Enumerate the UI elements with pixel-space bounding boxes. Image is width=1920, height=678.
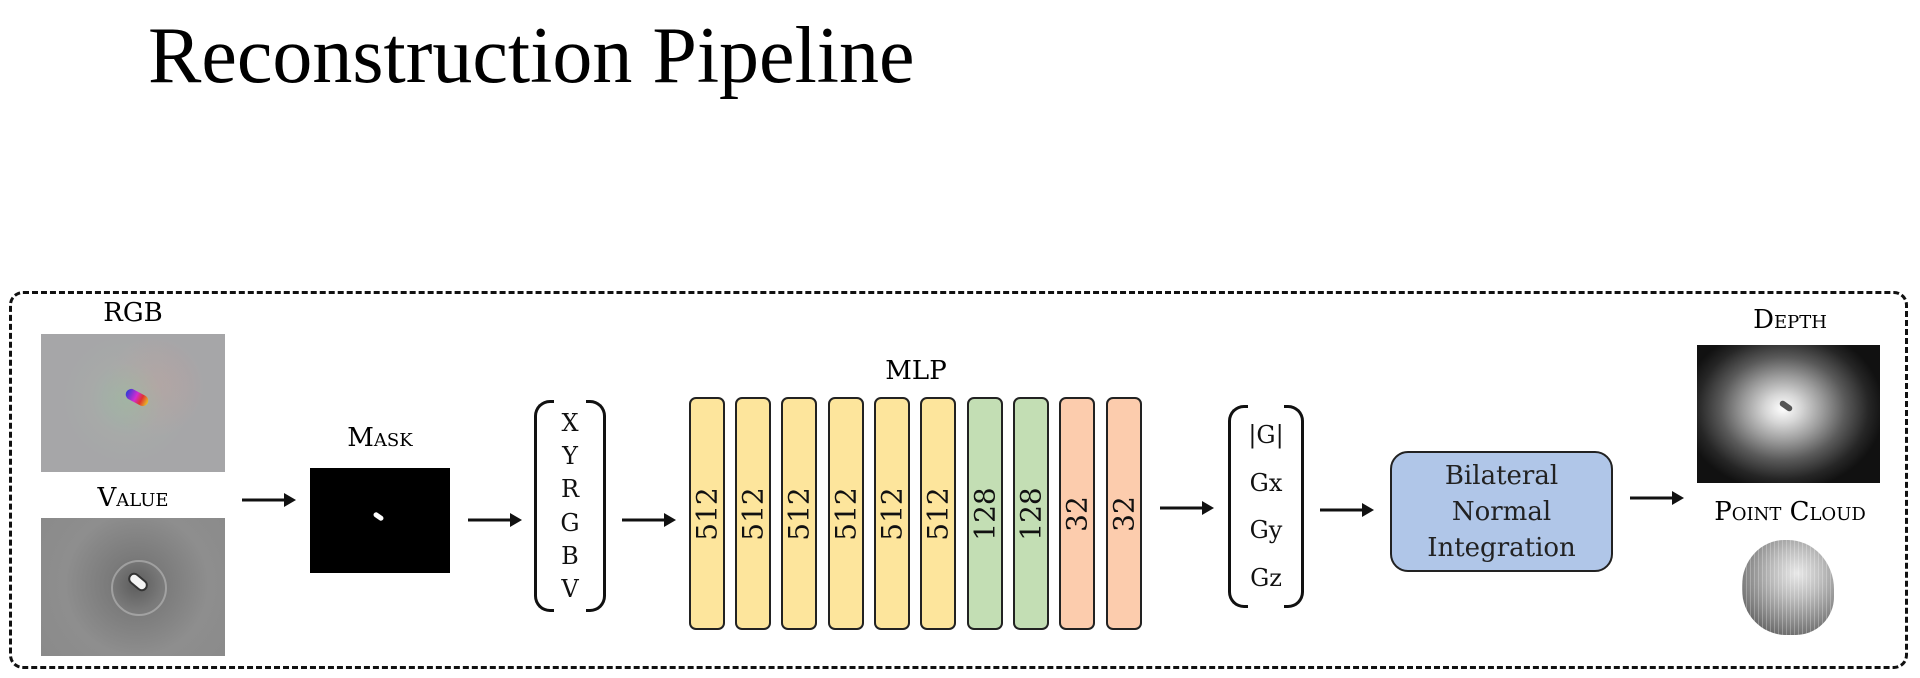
output-vector-left-bracket (1228, 405, 1248, 608)
output-vector-gx: Gx (1249, 468, 1283, 497)
input-vector-left-bracket (534, 400, 554, 612)
mlp-layer-3: 512 (781, 397, 817, 630)
mlp-layer-1: 512 (689, 397, 725, 630)
integration-line-2: Normal (1451, 496, 1552, 527)
mask-image (310, 468, 450, 573)
mlp-layer-10-size: 32 (1107, 495, 1141, 532)
rgb-image (41, 334, 225, 472)
output-vector-gz: Gz (1250, 564, 1282, 593)
mlp-layer-10: 32 (1106, 397, 1142, 630)
input-vector-x: X (561, 408, 579, 437)
input-vector-right-bracket (586, 400, 606, 612)
mlp-layer-7-size: 128 (968, 486, 1002, 541)
mlp-layer-3-size: 512 (782, 486, 816, 541)
mlp-layer-1-size: 512 (690, 486, 724, 541)
value-image (41, 518, 225, 656)
depth-image (1697, 345, 1880, 483)
mlp-layer-2-size: 512 (736, 486, 770, 541)
arrow-mlp-to-output (1160, 501, 1214, 515)
value-label: Value (97, 483, 169, 513)
value-ring (111, 560, 167, 616)
input-vector-v: V (561, 575, 579, 604)
mlp-layer-5: 512 (874, 397, 910, 630)
mlp-layer-4: 512 (828, 397, 864, 630)
mask-label: Mask (347, 423, 413, 453)
integration-line-3: Integration (1427, 532, 1576, 563)
depth-object-blob (1778, 399, 1794, 413)
mlp-layer-2: 512 (735, 397, 771, 630)
bilateral-normal-integration-box: Bilateral Normal Integration (1390, 451, 1613, 572)
arrow-vector-to-mlp (622, 513, 676, 527)
mlp-layer-6: 512 (920, 397, 956, 630)
input-vector-b: B (561, 541, 579, 570)
arrow-mask-to-vector (468, 513, 522, 527)
pipeline-frame (9, 291, 1908, 669)
input-vector-y: Y (562, 441, 578, 470)
input-vector: X Y R G B V (534, 400, 606, 612)
mlp-layer-9-size: 32 (1060, 495, 1094, 532)
mlp-layer-8-size: 128 (1014, 486, 1048, 541)
input-vector-r: R (560, 475, 580, 504)
output-vector-right-bracket (1284, 405, 1304, 608)
rgb-label: RGB (103, 298, 163, 328)
integration-line-1: Bilateral (1444, 460, 1559, 491)
mlp-label: MLP (885, 356, 947, 386)
mask-object-blob (372, 511, 385, 522)
arrow-output-to-integration (1320, 503, 1374, 517)
mlp-layer-8: 128 (1013, 397, 1049, 630)
point-cloud-label: Point Cloud (1714, 497, 1866, 527)
arrow-integration-to-outputs (1630, 491, 1684, 505)
rgb-object-blob (123, 387, 151, 408)
output-vector-gy: Gy (1249, 516, 1283, 545)
mlp-layer-9: 32 (1059, 397, 1095, 630)
arrow-input-to-mask (242, 493, 296, 507)
mlp-layer-4-size: 512 (829, 486, 863, 541)
output-vector-g-magnitude: |G| (1248, 420, 1284, 449)
depth-label: Depth (1753, 305, 1827, 335)
mlp-layer-7: 128 (967, 397, 1003, 630)
page-title: Reconstruction Pipeline (148, 12, 915, 100)
mlp-layer-6-size: 512 (921, 486, 955, 541)
point-cloud-image (1742, 540, 1834, 635)
input-vector-g: G (560, 508, 580, 537)
mlp-layer-5-size: 512 (875, 486, 909, 541)
output-vector: |G| Gx Gy Gz (1228, 405, 1304, 608)
